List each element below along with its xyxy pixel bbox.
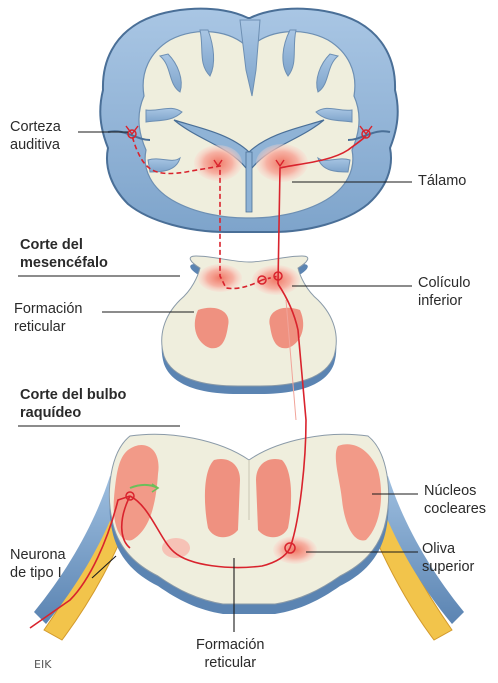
label-neurona-tipo-i: Neurona de tipo I — [10, 546, 66, 582]
medulla-section — [34, 434, 464, 640]
midbrain-body — [162, 256, 337, 386]
label-formacion-reticular-bulbo: Formación reticular — [196, 636, 265, 672]
label-nucleos-cocleares: Núcleos cocleares — [424, 482, 486, 518]
brain-coronal-section — [100, 9, 397, 232]
credit-signature: EIK — [34, 658, 51, 671]
reticular-formation-medulla-right — [256, 459, 291, 537]
label-talamo: Tálamo — [418, 172, 466, 190]
label-corteza-auditiva: Corteza auditiva — [10, 118, 61, 154]
midbrain-section — [162, 256, 337, 394]
header-corte-bulbo: Corte del bulbo raquídeo — [20, 386, 126, 422]
label-oliva-superior: Oliva superior — [422, 540, 474, 576]
thalamus-left — [194, 145, 242, 181]
label-coliculo-inferior: Colículo inferior — [418, 274, 470, 310]
label-formacion-reticular-mesencefalo: Formación reticular — [14, 300, 83, 336]
reticular-formation-medulla-left — [205, 459, 240, 537]
header-corte-mesencefalo: Corte del mesencéfalo — [20, 236, 108, 272]
